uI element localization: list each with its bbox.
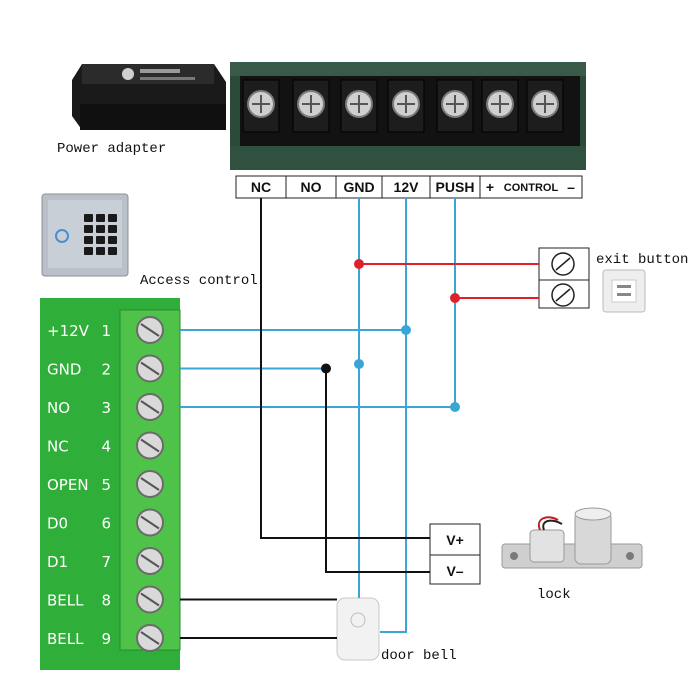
power-terminal-screw xyxy=(242,79,280,133)
power-terminal-screw xyxy=(481,79,519,133)
keypad-key xyxy=(84,214,93,222)
keypad-key xyxy=(108,225,117,233)
controller-pin: +12V 1 xyxy=(47,316,164,344)
keypad-key xyxy=(96,214,105,222)
keypad-key xyxy=(108,236,117,244)
power-terminal-screw xyxy=(387,79,425,133)
controller-pin-number: 5 xyxy=(101,476,111,494)
controller-pin: D1 7 xyxy=(47,547,164,575)
wire-nc-vplus xyxy=(260,198,430,539)
power-supply-terminal-strip xyxy=(230,62,586,170)
wire-push-no xyxy=(180,198,456,408)
controller-pin: GND 2 xyxy=(47,354,164,383)
junction-push xyxy=(450,402,460,412)
controller-pin-name: NO xyxy=(47,399,70,417)
lock-device xyxy=(501,507,643,569)
controller-pin: BELL 8 xyxy=(47,585,164,614)
keypad-key xyxy=(96,236,105,244)
power-terminal-screw xyxy=(526,79,564,133)
power-terminal-screw xyxy=(340,79,378,133)
controller-pin-name: D1 xyxy=(47,553,68,571)
door-bell-label: door bell xyxy=(381,648,457,664)
keypad-key xyxy=(84,236,93,244)
terminal-label-plus: + xyxy=(486,179,494,195)
terminal-label-minus: – xyxy=(567,179,575,195)
exit-button-device xyxy=(602,269,646,313)
door-bell-device xyxy=(336,597,380,661)
keypad-key xyxy=(96,247,105,255)
controller-pin-number: 1 xyxy=(101,322,111,340)
wire-gnd-vminus xyxy=(325,368,430,573)
controller-pin-name: BELL xyxy=(47,592,84,610)
power-adapter-box xyxy=(72,64,226,130)
wire-12v xyxy=(380,198,407,633)
terminal-label-table: NC NO GND 12V PUSH + CONTROL – xyxy=(235,175,583,199)
controller-pin: NC 4 xyxy=(47,431,164,460)
lock-terminal-block: V+ V– xyxy=(429,523,481,585)
terminal-label-nc: NC xyxy=(251,179,271,195)
keypad-key xyxy=(96,225,105,233)
controller-pin-number: 6 xyxy=(101,515,111,533)
keypad-key xyxy=(108,214,117,222)
controller-pin-number: 2 xyxy=(101,361,111,379)
controller-pin-name: OPEN xyxy=(47,476,89,494)
terminal-label-control: CONTROL xyxy=(504,182,559,194)
exit-button-terminal xyxy=(538,247,590,309)
controller-pin-name: D0 xyxy=(47,515,68,533)
junction-black xyxy=(321,363,331,374)
controller-pin-number: 7 xyxy=(101,553,111,571)
terminal-label-gnd: GND xyxy=(343,179,374,195)
controller-pin: OPEN 5 xyxy=(47,470,164,498)
terminal-label-12v: 12V xyxy=(394,179,420,195)
terminal-label-push: PUSH xyxy=(436,179,475,195)
controller-pin-name: NC xyxy=(47,438,69,456)
terminal-label-no: NO xyxy=(301,179,322,195)
keypad-key xyxy=(108,247,117,255)
controller-pin-number: 3 xyxy=(101,399,111,417)
lock-label: lock xyxy=(537,587,571,603)
access-control-keypad xyxy=(41,193,129,277)
keypad-key xyxy=(84,225,93,233)
lock-terminal-vplus: V+ xyxy=(446,532,464,548)
controller-pin-number: 4 xyxy=(101,438,111,456)
keypad-key xyxy=(84,247,93,255)
controller-pin-number: 8 xyxy=(101,592,111,610)
controller-pin: NO 3 xyxy=(47,393,164,421)
lock-terminal-vminus: V– xyxy=(446,563,463,579)
junction-12v xyxy=(401,325,411,335)
junction-gnd xyxy=(354,359,364,369)
controller-pin: BELL 9 xyxy=(47,624,164,652)
junction-exit-push xyxy=(450,293,460,303)
controller-pin-name: GND xyxy=(47,361,81,379)
controller-pin-name: BELL xyxy=(47,630,84,648)
controller-pin-number: 9 xyxy=(101,630,111,648)
power-terminal-screw xyxy=(436,79,474,133)
exit-button-label: exit button xyxy=(596,252,688,268)
controller-pin: D0 6 xyxy=(47,508,164,537)
junction-exit-gnd xyxy=(354,259,364,269)
power-adapter-label: Power adapter xyxy=(57,141,166,157)
power-terminal-screw xyxy=(292,79,330,133)
controller-pin-name: +12V xyxy=(47,322,90,340)
access-control-label: Access control xyxy=(140,273,258,289)
